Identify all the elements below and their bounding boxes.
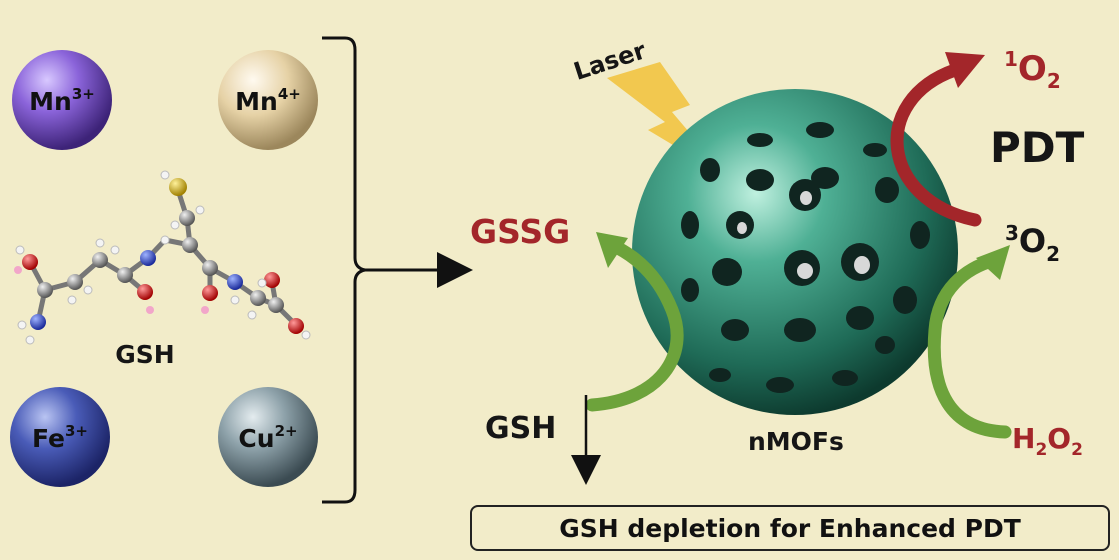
ion-mn4: Mn4+ bbox=[218, 50, 318, 150]
ion-label: Mn4+ bbox=[235, 85, 301, 116]
caption-text: GSH depletion for Enhanced PDT bbox=[559, 513, 1021, 543]
singlet-oxygen-label: 1O2 bbox=[1004, 47, 1061, 93]
ion-sphere bbox=[218, 50, 318, 150]
ion-label: Fe3+ bbox=[32, 422, 88, 453]
carbon-atoms bbox=[37, 210, 284, 313]
ion-cu2: Cu2+ bbox=[218, 387, 318, 487]
gsh-molecule-model bbox=[14, 170, 311, 345]
h2o2-to-o2-arrow bbox=[927, 253, 1012, 439]
ion-mn3: Mn3+ bbox=[12, 50, 112, 150]
pdt-label: PDT bbox=[990, 123, 1085, 172]
oxygen-atoms bbox=[22, 254, 304, 334]
gsh-to-gssg-arrow bbox=[585, 238, 684, 412]
pdt-arrowhead-icon bbox=[945, 52, 985, 88]
ion-sphere bbox=[12, 50, 112, 150]
gsh-to-gssg-arrowhead-icon bbox=[596, 232, 628, 268]
nmofs-label: nMOFs bbox=[748, 427, 844, 456]
sulfur-atom bbox=[169, 178, 187, 196]
grouping-bracket bbox=[322, 36, 366, 504]
gsh-molecule-label: GSH bbox=[115, 340, 174, 369]
caption-box: GSH depletion for Enhanced PDT bbox=[470, 505, 1110, 551]
ion-sphere bbox=[10, 387, 110, 487]
hydrogen-atoms bbox=[15, 170, 311, 345]
nmof-sphere bbox=[632, 89, 958, 415]
ion-sphere bbox=[218, 387, 318, 487]
gssg-label: GSSG bbox=[470, 212, 570, 251]
h2o2-to-o2-arrowhead-icon bbox=[976, 245, 1010, 280]
pdt-curve-arrow bbox=[890, 63, 982, 227]
h2o2-label: H2O2 bbox=[1012, 422, 1083, 460]
ion-label: Mn3+ bbox=[29, 85, 95, 116]
hydrogen-pink-atoms bbox=[14, 266, 209, 314]
gsh-label: GSH bbox=[485, 411, 556, 446]
ion-fe3: Fe3+ bbox=[10, 387, 110, 487]
sphere-pores bbox=[681, 122, 930, 393]
nitrogen-atoms bbox=[30, 250, 243, 330]
triplet-oxygen-label: 3O2 bbox=[1005, 221, 1060, 266]
ion-label: Cu2+ bbox=[238, 422, 297, 453]
sphere-pore-highlights bbox=[737, 191, 870, 279]
